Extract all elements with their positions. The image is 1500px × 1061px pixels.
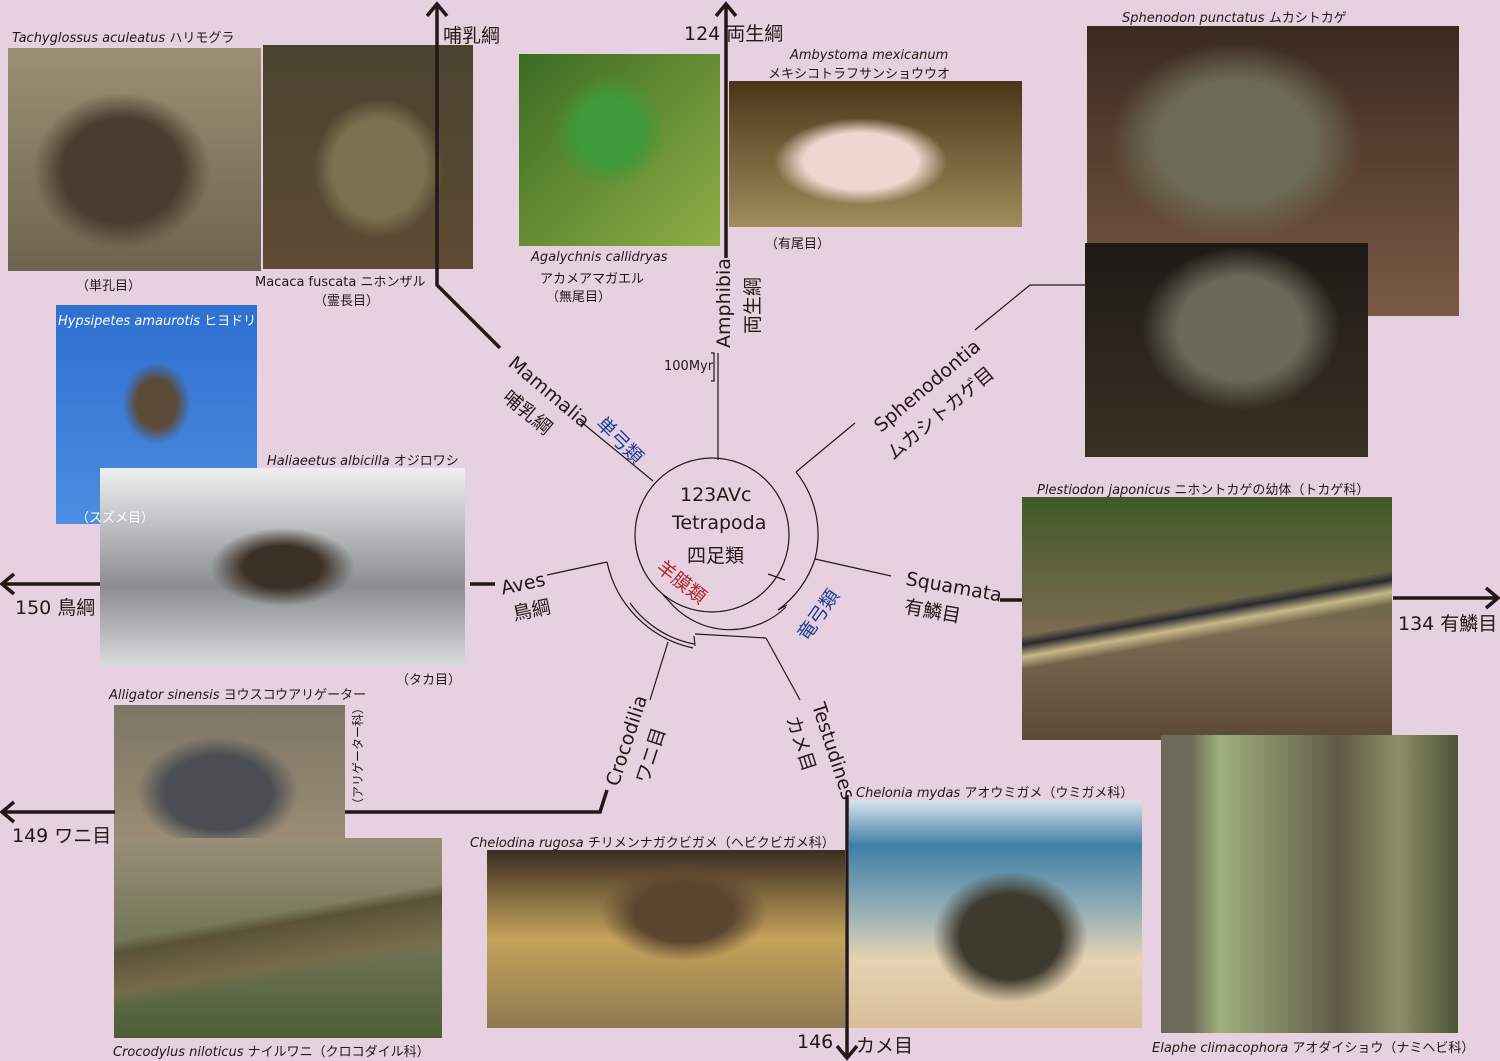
- center-jp: 四足類: [687, 545, 745, 567]
- caption-axolotl-jp: メキシコトラフサンショウウオ: [768, 67, 951, 82]
- photo-chelodina: [487, 850, 845, 1028]
- center-code: 123AVc: [680, 484, 752, 506]
- photo-snake: [1161, 735, 1458, 1033]
- order-echidna: （単孔目）: [76, 279, 142, 294]
- family-alligator: （アリゲーター科）: [351, 701, 365, 810]
- caption-crocodile: Crocodylus niloticus ナイルワニ（クロコダイル科）: [113, 1045, 430, 1060]
- scale-bar: [711, 352, 715, 382]
- photo-echidna: [8, 48, 261, 271]
- branch-mammalia: [579, 420, 654, 482]
- photo-chelonia: [849, 800, 1142, 1028]
- arrow-amphibia: [714, 1, 738, 258]
- arrow-label-aves: 150 鳥綱: [15, 597, 96, 619]
- arrow-label-mammalia: 哺乳綱: [443, 25, 501, 47]
- branch-crocodilia: [649, 641, 669, 701]
- caption-bulbul: Hypsipetes amaurotis ヒヨドリ: [58, 314, 257, 329]
- photo-axolotl: [729, 81, 1022, 227]
- arrow-squamata: [1000, 586, 1500, 610]
- arrow-aves: [0, 572, 495, 596]
- arrow-testudines: [835, 795, 859, 1061]
- caption-alligator: Alligator sinensis ヨウスコウアリゲーター: [109, 688, 367, 703]
- caption-chelodina: Chelodina rugosa チリメンナガクビガメ（ヘビクビガメ科）: [470, 836, 835, 851]
- caption-snake: Elaphe climacophora アオダイショウ（ナミヘビ科）: [1152, 1041, 1475, 1056]
- photo-tuatara-2: [1085, 243, 1368, 457]
- caption-axolotl: Ambystoma mexicanum: [790, 48, 949, 63]
- label-amphibia: Amphibia: [713, 258, 735, 348]
- order-frog: （無尾目）: [546, 290, 612, 305]
- caption-frog-jp: アカメアマガエル: [540, 272, 645, 287]
- order-macaque: （霊長目）: [314, 294, 380, 309]
- caption-tuatara: Sphenodon punctatus ムカシトカゲ: [1122, 11, 1347, 26]
- order-eagle: （タカ目）: [396, 673, 462, 688]
- arrow-crocodilia: [0, 789, 609, 824]
- caption-macaque: Macaca fuscata ニホンザル: [255, 275, 426, 290]
- arrow-label-testudines: カメ目: [856, 1035, 914, 1057]
- arrow-number-testudines: 146: [797, 1031, 834, 1053]
- label-amphibia-jp: 両生綱: [742, 276, 764, 334]
- caption-frog: Agalychnis callidryas: [531, 250, 668, 265]
- order-bulbul: （スズメ目）: [76, 511, 155, 526]
- branch-testudines: [765, 637, 801, 701]
- caption-eagle: Haliaeetus albicilla オジロワシ: [267, 454, 459, 469]
- tetrapoda-node-circle: [634, 457, 790, 613]
- photo-frog: [519, 54, 720, 246]
- center-latin: Tetrapoda: [672, 512, 767, 534]
- photo-crocodile: [114, 838, 442, 1038]
- arrow-label-amphibia: 124 両生綱: [684, 23, 784, 45]
- arrow-label-squamata: 134 有鱗目: [1398, 613, 1498, 635]
- caption-echidna: Tachyglossus aculeatus ハリモグラ: [12, 31, 235, 46]
- branch-squamata: [814, 558, 892, 577]
- arrow-mammalia: [425, 1, 502, 350]
- arrow-label-crocodilia: 149 ワニ目: [12, 825, 112, 847]
- caption-skink: Plestiodon japonicus ニホントカゲの幼体（トカゲ科）: [1037, 483, 1370, 498]
- order-axolotl: （有尾目）: [765, 237, 831, 252]
- branch-aves: [546, 561, 608, 576]
- branch-sphenodontia: [795, 422, 856, 473]
- photo-eagle: [100, 468, 465, 666]
- caption-chelonia: Chelonia mydas アオウミガメ（ウミガメ科）: [856, 786, 1134, 801]
- scale-label: 100Myr: [664, 359, 714, 374]
- photo-skink: [1022, 497, 1392, 740]
